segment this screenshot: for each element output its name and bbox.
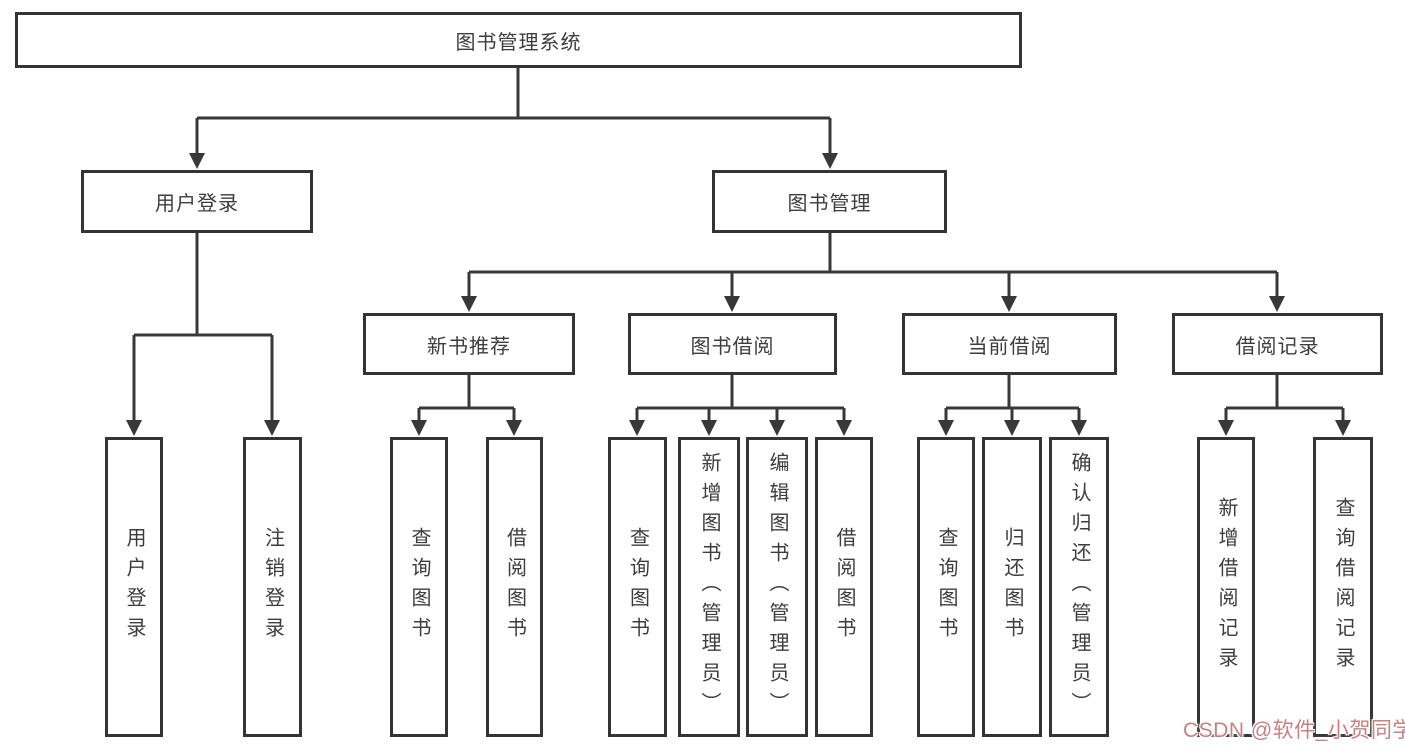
node-label: 新增借阅记录	[1215, 497, 1237, 677]
arrow-down-icon	[769, 420, 785, 436]
arrow-down-icon	[1269, 296, 1285, 312]
arrow-down-icon	[1004, 420, 1020, 436]
connector-root-to-level1	[189, 68, 838, 169]
connector-book-borrow-branch	[629, 375, 852, 436]
leaf-add-books-admin: 新增图书（管理员）	[678, 437, 740, 737]
node-label: 新增图书（管理员）	[698, 452, 720, 722]
node-book-borrow: 图书借阅	[628, 313, 837, 375]
node-label: 借阅记录	[1235, 335, 1320, 358]
node-label: 查询图书	[626, 527, 649, 647]
arrow-down-icon	[938, 420, 954, 436]
node-current-borrow: 当前借阅	[902, 313, 1117, 375]
arrow-down-icon	[1071, 420, 1087, 436]
arrow-down-icon	[411, 420, 427, 436]
node-label: 新书推荐	[427, 335, 511, 358]
node-label: 图书管理系统	[455, 31, 582, 54]
node-label: 编辑图书（管理员）	[766, 452, 788, 722]
leaf-add-borrow-record: 新增借阅记录	[1197, 437, 1255, 737]
connector-new-book-branch	[411, 375, 522, 436]
node-label: 借阅图书	[503, 527, 526, 647]
node-label: 图书借阅	[690, 335, 775, 358]
leaf-borrow-books-newbook: 借阅图书	[486, 437, 543, 737]
arrow-down-icon	[1001, 296, 1017, 312]
node-label: 图书管理	[787, 193, 872, 215]
node-label: 查询图书	[935, 527, 957, 647]
arrow-down-icon	[629, 420, 645, 436]
arrow-down-icon	[264, 420, 280, 436]
csdn-watermark: CSDN @软件_小贺同学	[1183, 719, 1405, 742]
node-label: 用户登录	[155, 193, 239, 215]
arrow-down-icon	[1335, 420, 1351, 436]
connector-current-borrow-branch	[938, 375, 1087, 436]
connector-book-mgmt-branch	[461, 233, 1285, 312]
node-new-book-recommend: 新书推荐	[363, 313, 575, 375]
node-user-login: 用户登录	[81, 170, 313, 233]
leaf-confirm-return-admin: 确认归还（管理员）	[1049, 437, 1109, 737]
arrow-down-icon	[126, 420, 142, 436]
arrow-down-icon	[701, 420, 717, 436]
leaf-query-borrow-record: 查询借阅记录	[1313, 437, 1373, 737]
node-label: 查询借阅记录	[1332, 497, 1354, 677]
node-label: 归还图书	[1001, 527, 1023, 647]
connector-borrow-record-branch	[1218, 375, 1351, 436]
leaf-query-books-current: 查询图书	[917, 437, 975, 737]
arrow-down-icon	[836, 420, 852, 436]
node-label: 查询图书	[408, 527, 430, 647]
node-library-system: 图书管理系统	[15, 12, 1022, 68]
arrow-down-icon	[506, 420, 522, 436]
leaf-query-books-newbook: 查询图书	[390, 437, 448, 737]
leaf-edit-books-admin: 编辑图书（管理员）	[746, 437, 808, 737]
leaf-logout: 注销登录	[243, 437, 302, 737]
node-label: 注销登录	[261, 527, 284, 647]
leaf-return-books: 归还图书	[982, 437, 1042, 737]
arrow-down-icon	[1218, 420, 1234, 436]
arrow-down-icon	[822, 153, 838, 169]
arrow-down-icon	[461, 296, 477, 312]
leaf-borrow-books: 借阅图书	[815, 437, 873, 737]
node-borrow-record: 借阅记录	[1172, 313, 1383, 375]
node-label: 用户登录	[123, 527, 145, 647]
arrow-down-icon	[724, 296, 740, 312]
node-book-management: 图书管理	[712, 170, 947, 233]
node-label: 确认归还（管理员）	[1068, 452, 1090, 722]
leaf-user-login: 用户登录	[105, 437, 163, 737]
node-label: 借阅图书	[833, 527, 855, 647]
node-label: 当前借阅	[967, 335, 1052, 358]
leaf-query-books-borrow: 查询图书	[608, 437, 667, 737]
arrow-down-icon	[189, 153, 205, 169]
connector-user-login-branch	[126, 233, 280, 436]
